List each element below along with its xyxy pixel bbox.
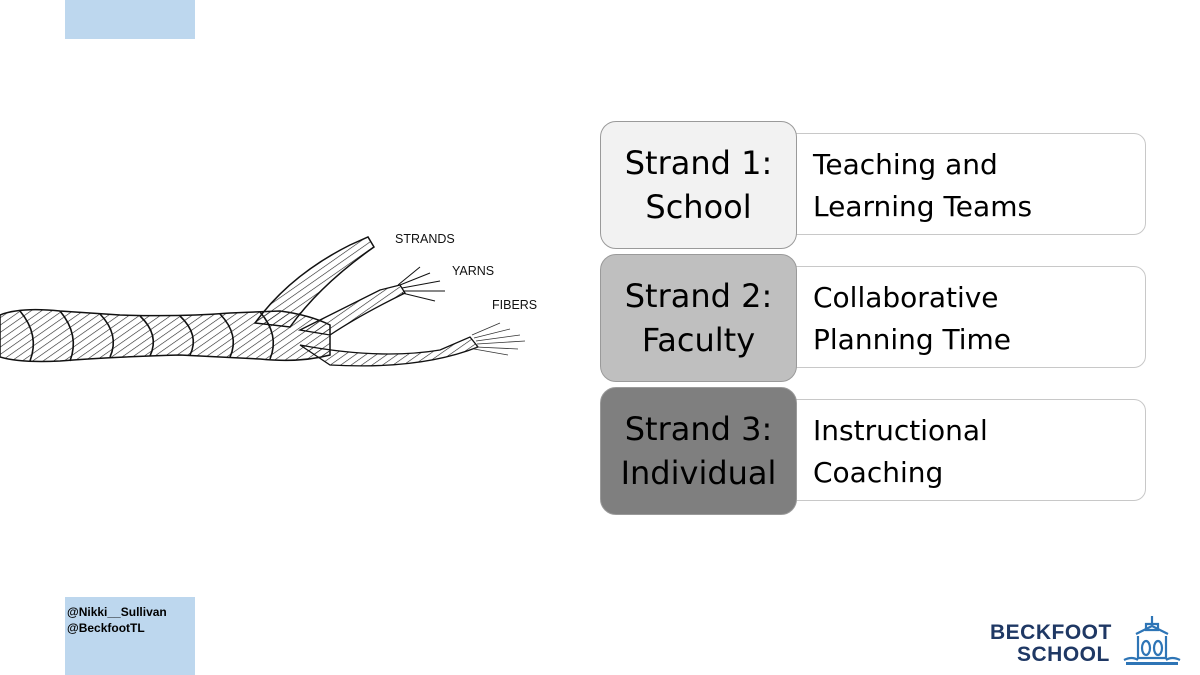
strand-3-item-line2: Coaching: [813, 456, 944, 489]
strand-2-title-line1: Strand 2:: [624, 277, 773, 315]
strand-3-description: • Instructional Coaching: [750, 399, 1146, 501]
strand-3-title: Strand 3: Individual: [600, 387, 797, 515]
twitter-handle-2: @BeckfootTL: [67, 621, 145, 635]
strand-2-title-line2: Faculty: [641, 321, 756, 359]
strand-row-1: • Teaching and Learning Teams Strand 1: …: [600, 121, 1148, 249]
strand-2-item-line1: Collaborative: [813, 281, 999, 314]
beckfoot-school-logo: BECKFOOT SCHOOL: [986, 612, 1186, 668]
logo-line2: SCHOOL: [1017, 643, 1110, 666]
strand-1-title-line1: Strand 1:: [624, 144, 773, 182]
strand-1-title: Strand 1: School: [600, 121, 797, 249]
rope-illustration: STRANDS YARNS FIBERS: [0, 232, 537, 367]
strand-2-item-line2: Planning Time: [813, 323, 1012, 356]
top-accent-bar: [65, 0, 195, 39]
logo-line1: BECKFOOT: [990, 621, 1112, 644]
label-fibers: FIBERS: [492, 298, 537, 312]
label-strands: STRANDS: [395, 232, 455, 246]
author-handles-box: @Nikki__Sullivan @BeckfootTL: [65, 597, 195, 675]
school-crest-icon: [1123, 616, 1181, 665]
strand-3-title-line1: Strand 3:: [624, 410, 773, 448]
strand-3-title-line2: Individual: [620, 454, 777, 492]
strand-2-description: • Collaborative Planning Time: [750, 266, 1146, 368]
strand-row-2: • Collaborative Planning Time Strand 2: …: [600, 254, 1148, 382]
strand-1-title-line2: School: [645, 188, 752, 226]
strand-1-description: • Teaching and Learning Teams: [750, 133, 1146, 235]
strand-row-3: • Instructional Coaching Strand 3: Indiv…: [600, 387, 1148, 515]
strand-2-title: Strand 2: Faculty: [600, 254, 797, 382]
label-yarns: YARNS: [452, 264, 494, 278]
logo-wordmark: BECKFOOT SCHOOL: [990, 622, 1112, 666]
twitter-handle-1: @Nikki__Sullivan: [67, 605, 167, 619]
strand-1-item-line1: Teaching and: [813, 148, 998, 181]
strand-3-item-line1: Instructional: [813, 414, 988, 447]
strand-1-item-line2: Learning Teams: [813, 190, 1033, 223]
